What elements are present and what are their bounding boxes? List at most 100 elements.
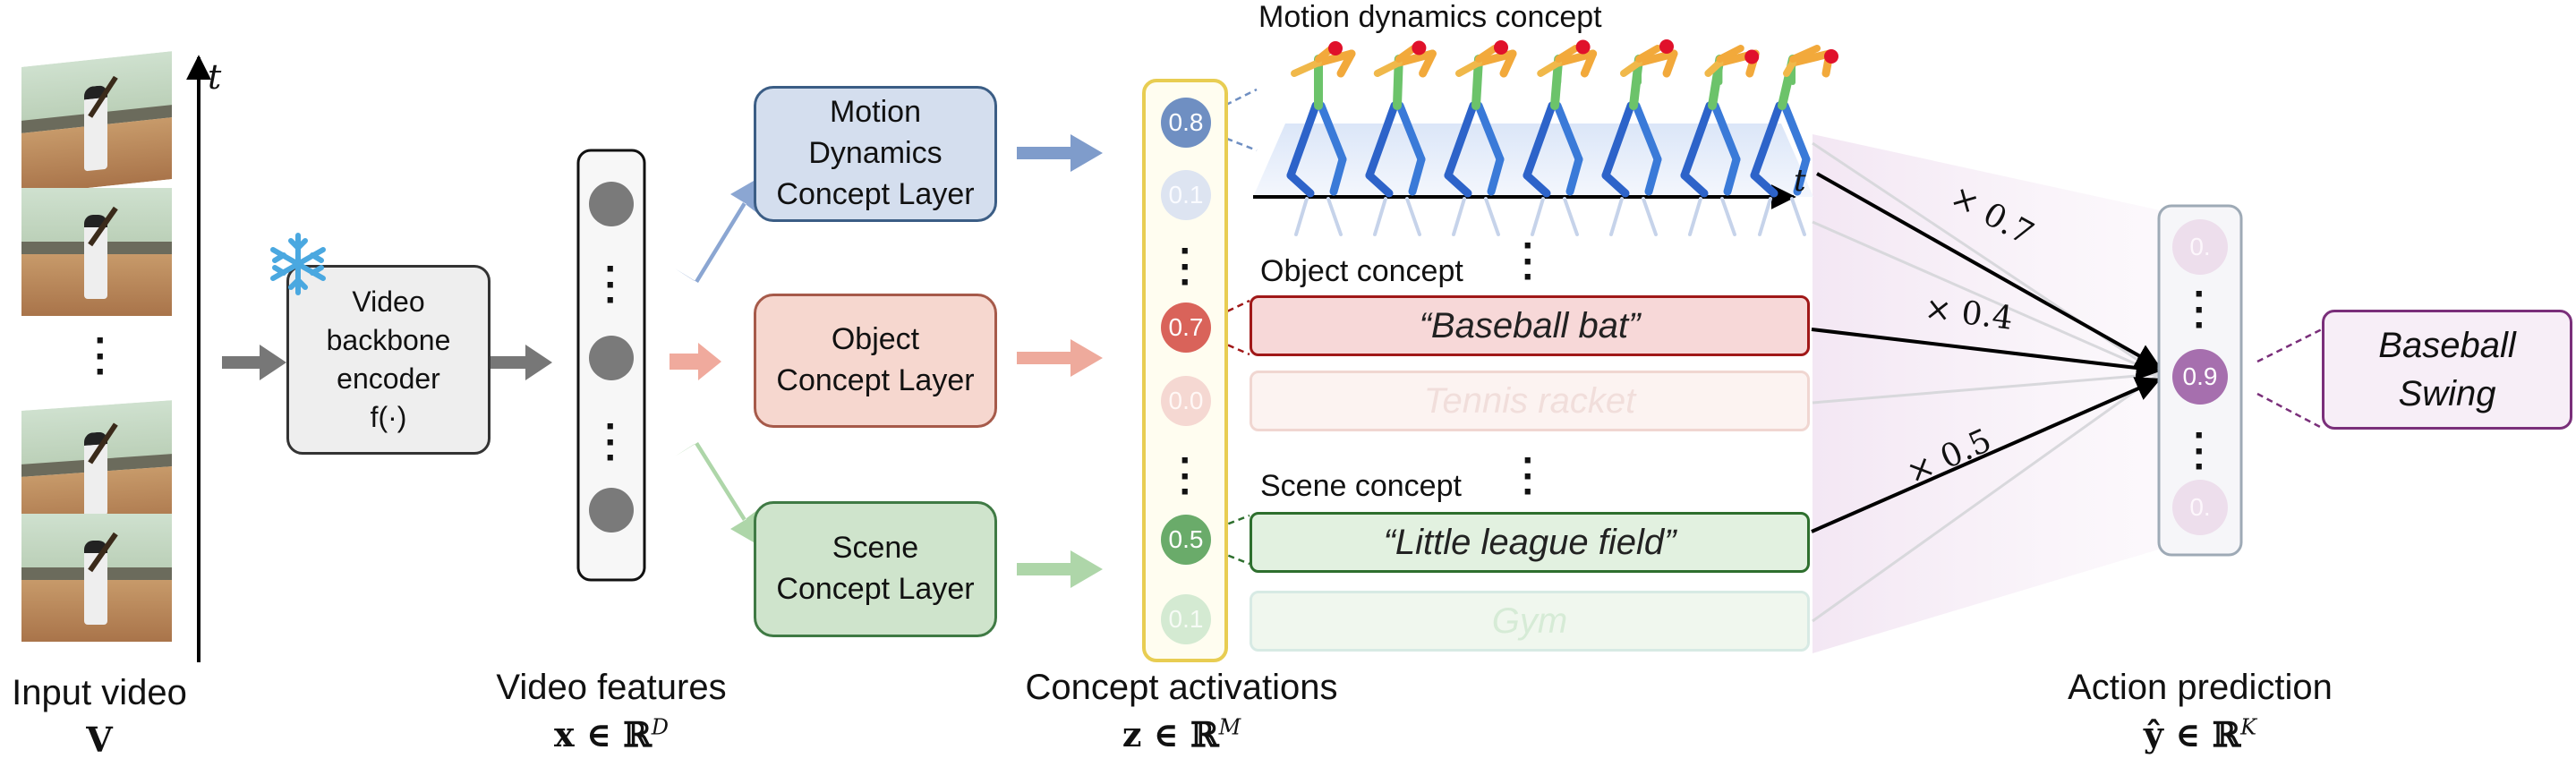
skeleton-limb xyxy=(1444,101,1478,180)
activation-node: 0.7 xyxy=(1161,303,1211,353)
skeleton-limb xyxy=(1555,45,1580,63)
skeleton-limb xyxy=(1750,171,1778,198)
activation-node: 0.0 xyxy=(1161,376,1211,426)
video-features-label: Video features xyxy=(496,668,727,707)
skeleton-limb xyxy=(1635,45,1661,63)
concept-baseball-bat: “Baseball bat” xyxy=(1250,295,1810,356)
skeleton-limb xyxy=(1286,171,1315,198)
skeleton-limb xyxy=(1395,49,1437,67)
feature-nodes xyxy=(589,182,634,533)
concept-little-league-field: “Little league field” xyxy=(1250,512,1810,573)
skeleton-limb xyxy=(1395,101,1426,164)
skeleton-limb xyxy=(1750,101,1784,180)
skeleton-limb xyxy=(1565,155,1583,196)
attention-fan xyxy=(1813,134,2164,653)
prediction-node: 0. xyxy=(2172,219,2228,275)
skeleton-limb xyxy=(1444,171,1472,198)
skeleton-head xyxy=(1824,49,1838,64)
scene-layer-box: Scene Concept Layer xyxy=(754,501,997,637)
skeleton-limb xyxy=(1286,101,1320,180)
skeleton-limb xyxy=(1609,197,1624,236)
skeleton-limb xyxy=(1688,197,1702,236)
motion-dynamics-layer-box: Motion Dynamics Concept Layer xyxy=(754,86,997,222)
snowflake-icon xyxy=(265,231,331,297)
concept-activations-label: Concept activations xyxy=(1025,668,1338,707)
output-action-box: Baseball Swing xyxy=(2322,310,2572,430)
skeleton-limb xyxy=(1790,197,1806,236)
skeleton-limb xyxy=(1601,101,1635,180)
concept-activations-math: z ∈ ℝM xyxy=(994,714,1369,754)
prediction-math-sup: K xyxy=(2240,714,2257,740)
activations-math-sup: M xyxy=(1218,714,1241,740)
skeleton-limb xyxy=(1531,197,1545,236)
features-math-sup: D xyxy=(651,714,670,740)
activation-ellipsis: ··· xyxy=(1179,229,1193,305)
skeleton-limb xyxy=(1365,171,1394,198)
object-concept-title: Object concept xyxy=(1260,254,1463,288)
skeleton-limb xyxy=(1405,197,1421,236)
prediction-ellipsis: ··· xyxy=(2193,413,2207,490)
skeleton-head xyxy=(1659,39,1674,54)
skeleton-limb xyxy=(1523,171,1551,198)
skeleton-limb xyxy=(1644,155,1662,196)
feature-ellipsis-bottom: ··· xyxy=(604,405,618,481)
skeleton-limb xyxy=(1373,59,1403,77)
motion-axis-label: t xyxy=(1794,163,1806,199)
skeleton-limb xyxy=(1408,155,1426,196)
concept-gym: Gym xyxy=(1250,591,1810,652)
activations-math-text: z ∈ ℝ xyxy=(1122,714,1219,754)
input-video-label: Input video xyxy=(12,673,187,712)
activation-ellipsis: ··· xyxy=(1179,439,1193,515)
skeleton-head xyxy=(1494,40,1508,55)
video-features-math: x ∈ ℝD xyxy=(465,714,757,754)
scene-concept-title: Scene concept xyxy=(1260,469,1462,503)
motion-ellipsis: ··· xyxy=(1522,224,1536,300)
skeleton-limb xyxy=(1704,59,1724,77)
skeleton-limb xyxy=(1716,45,1744,63)
skeleton-limb xyxy=(1758,197,1772,236)
skeleton-limb xyxy=(1710,101,1741,164)
gray-arrows xyxy=(222,345,552,380)
concept-tennis-racket: Tennis racket xyxy=(1250,371,1810,431)
skeleton-limb xyxy=(1314,49,1356,67)
skeleton-limb xyxy=(1395,45,1418,63)
activation-column xyxy=(1142,79,1228,662)
skeleton-limb xyxy=(1474,101,1505,164)
skeleton-limb xyxy=(1523,101,1557,180)
skeleton-limb xyxy=(1537,59,1563,77)
dashed-connectors xyxy=(1206,88,2323,566)
skeleton-limb xyxy=(1487,155,1505,196)
feature-to-layer-arrows xyxy=(670,177,760,546)
activation-node: 0.8 xyxy=(1161,98,1211,148)
skeleton-limb xyxy=(1789,45,1821,63)
activation-node: 0.1 xyxy=(1161,594,1211,644)
activation-node: 0.5 xyxy=(1161,515,1211,565)
skeleton-limb xyxy=(1788,49,1834,67)
skeleton-head xyxy=(1328,41,1343,55)
input-video-symbol: V xyxy=(86,720,113,760)
video-frame xyxy=(21,514,172,642)
skeleton-limb xyxy=(1553,101,1583,164)
skeleton-limb xyxy=(1680,101,1714,180)
skeleton-limb xyxy=(1294,197,1309,236)
skeleton-limb xyxy=(1793,155,1811,196)
motion-concept-title: Motion dynamics concept xyxy=(1258,0,1602,34)
prediction-ellipsis: ··· xyxy=(2193,272,2207,348)
skeleton-head xyxy=(1412,40,1427,55)
skeleton-limb xyxy=(1620,59,1642,77)
skeleton-limb xyxy=(1317,101,1347,164)
video-backbone-box: Video backbone encoder f(·) xyxy=(286,265,490,455)
skeleton-limb xyxy=(1783,59,1796,77)
skeleton-limb xyxy=(1680,171,1709,198)
skeleton-limb xyxy=(1723,155,1741,196)
layer-to-activation-arrows xyxy=(1017,134,1103,588)
skeleton-limb xyxy=(1580,49,1598,78)
skeleton-limb xyxy=(1484,197,1500,236)
skeleton-limb xyxy=(1373,197,1387,236)
skeleton-limb xyxy=(1634,49,1678,67)
skeleton-head xyxy=(1575,39,1591,55)
prediction-node-top: 0.9 xyxy=(2172,349,2228,405)
skeleton-limb xyxy=(1662,49,1678,78)
skeleton-head xyxy=(1744,49,1760,64)
skeleton-limb xyxy=(1720,197,1736,236)
